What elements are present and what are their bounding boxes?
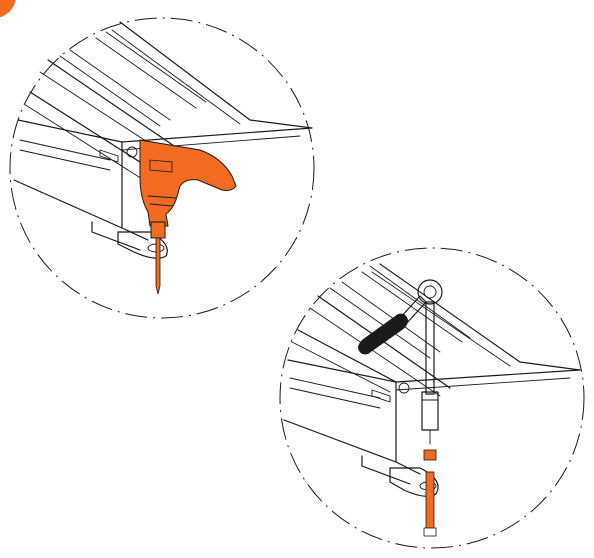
power-drill-icon (139, 139, 237, 295)
frame-top (13, 21, 313, 259)
detail-top-drilling (9, 17, 315, 319)
step-badge-icon (0, 0, 16, 18)
ratchet-wrench-icon (358, 279, 443, 445)
frame-bottom (283, 263, 581, 497)
detail-bottom-tightening (279, 247, 585, 549)
detail-circle-bottom (279, 247, 585, 549)
nut-and-bolt-icon (423, 449, 437, 537)
detail-circle-top (9, 17, 315, 319)
